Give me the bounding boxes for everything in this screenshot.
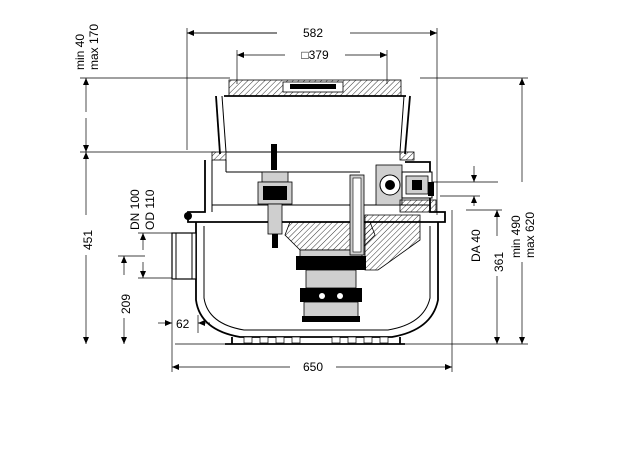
- dim-361-label: 361: [492, 252, 506, 272]
- dim-582-label: 582: [303, 26, 323, 40]
- extension-riser: [211, 95, 415, 161]
- dim-209: 209: [118, 255, 145, 344]
- inlet-pipe: [171, 232, 197, 280]
- min-40-label: min 40: [73, 34, 87, 70]
- dim-da40: DA 40: [432, 166, 498, 262]
- cover-grate: [224, 79, 406, 97]
- dim-62-label: 62: [176, 317, 190, 331]
- housing-bowl: [195, 222, 439, 345]
- max-170-label: max 170: [87, 24, 101, 70]
- dim-451: 451: [81, 152, 95, 344]
- dim-379-label: □379: [301, 48, 329, 62]
- da-40-label: DA 40: [469, 229, 483, 262]
- dim-582: 582: [186, 26, 438, 215]
- dim-361: 361: [466, 209, 506, 344]
- dim-62: 62: [158, 315, 210, 333]
- discharge-column: [349, 174, 421, 271]
- dim-min40-max170: min 40 max 170: [73, 24, 230, 153]
- dim-650-label: 650: [303, 360, 323, 374]
- min-490-label: min 490: [509, 215, 523, 258]
- dim-209-label: 209: [119, 294, 133, 314]
- outlet-valve: [375, 164, 437, 213]
- float-switch: [257, 144, 293, 248]
- dim-650: 650: [171, 210, 453, 374]
- dim-dn100: DN 100 OD 110: [128, 189, 185, 279]
- dn-100-label: DN 100: [128, 189, 142, 230]
- od-110-label: OD 110: [143, 189, 157, 230]
- max-620-label: max 620: [523, 212, 537, 258]
- dim-379: □379: [236, 48, 388, 84]
- dim-451-label: 451: [81, 230, 95, 250]
